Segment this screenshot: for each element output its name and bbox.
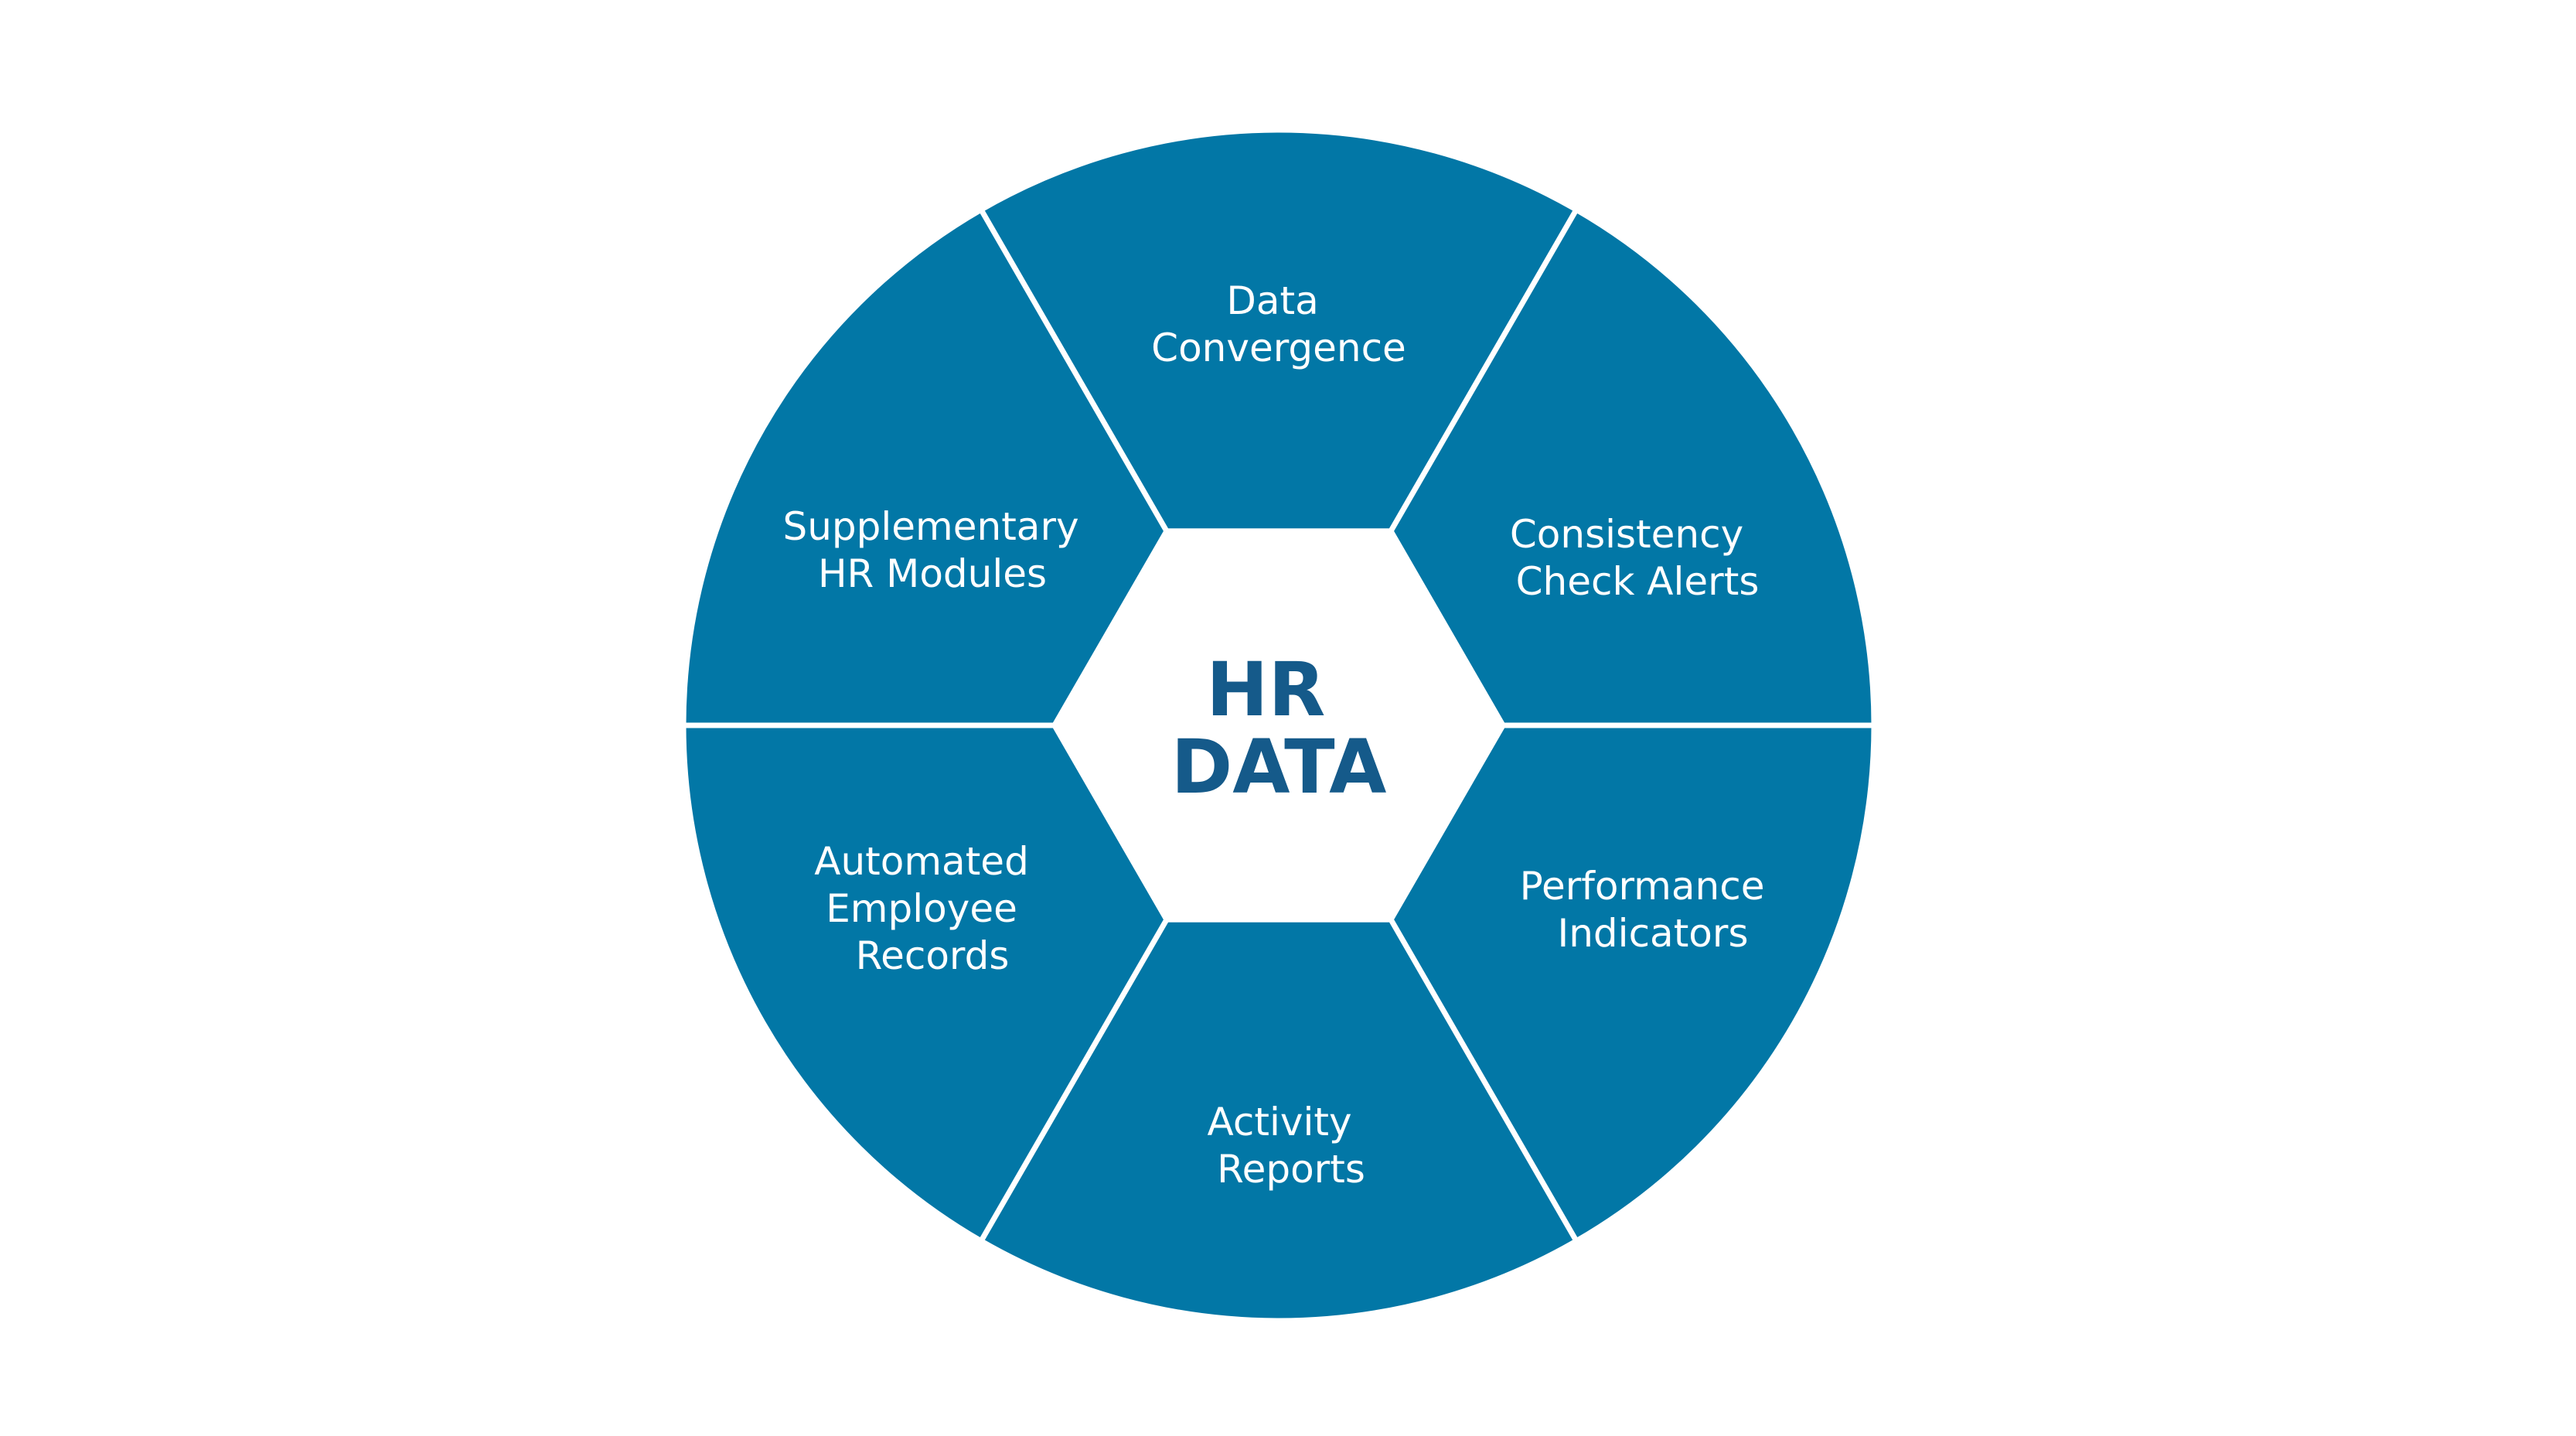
- center-label-line-1: HR: [1206, 646, 1325, 733]
- center-label: HR DATA: [1171, 646, 1387, 810]
- segment-label-line: Performance: [1520, 864, 1765, 909]
- wheel-segments: [680, 127, 1877, 1324]
- segment-label-lower-right: Performance Indicators: [1520, 864, 1777, 956]
- segment-label-line: Check Alerts: [1516, 559, 1760, 604]
- segment-label-upper-left: Supplementary HR Modules: [782, 504, 1091, 596]
- segment-lower-left: [680, 722, 1170, 1245]
- segment-label-line: Activity: [1208, 1100, 1352, 1144]
- segment-lower-right: [1387, 722, 1877, 1245]
- segment-label-line: Automated: [814, 839, 1029, 884]
- segment-label-line: Convergence: [1151, 326, 1406, 370]
- segment-label-line: Supplementary: [782, 504, 1078, 549]
- segment-label-line: Data: [1226, 278, 1318, 323]
- segment-upper-right: [1387, 206, 1877, 728]
- segment-label-line: Consistency: [1510, 512, 1743, 557]
- segment-label-lower-left: Automated Employee Records: [814, 839, 1041, 978]
- segment-label-line: Employee: [826, 886, 1017, 931]
- segment-label-upper-right: Consistency Check Alerts: [1510, 512, 1760, 604]
- center-hexagon: [1051, 528, 1507, 923]
- segment-upper-left: [680, 206, 1170, 728]
- center-label-line-2: DATA: [1171, 724, 1387, 810]
- segment-label-bottom: Activity Reports: [1208, 1100, 1365, 1192]
- segment-bottom: [977, 916, 1580, 1324]
- segment-top: [977, 127, 1580, 534]
- segment-label-line: Reports: [1217, 1147, 1365, 1192]
- segment-label-line: HR Modules: [818, 551, 1047, 596]
- segment-label-top: Data Convergence: [1151, 278, 1406, 370]
- segment-label-line: Indicators: [1558, 911, 1749, 956]
- segment-label-line: Records: [856, 933, 1010, 978]
